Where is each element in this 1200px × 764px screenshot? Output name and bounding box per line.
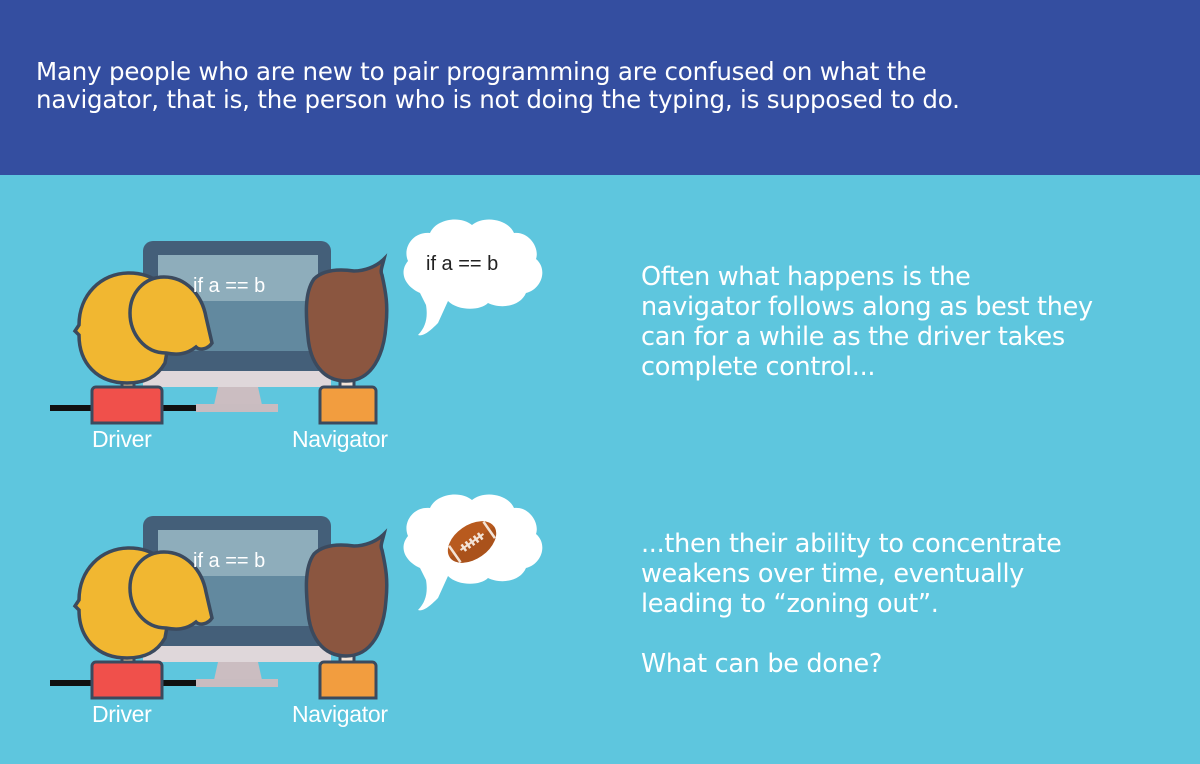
driver-figure-icon bbox=[72, 546, 214, 700]
driver-figure-icon bbox=[72, 271, 214, 425]
driver-label: Driver bbox=[92, 701, 152, 727]
header-text: Many people who are new to pair programm… bbox=[36, 57, 960, 114]
bubble-code-text: if a == b bbox=[426, 253, 499, 275]
caption-1: Often what happens is the navigator foll… bbox=[641, 262, 1093, 382]
navigator-figure-icon bbox=[304, 528, 389, 700]
header-banner: Many people who are new to pair programm… bbox=[0, 0, 1200, 175]
navigator-label: Navigator bbox=[292, 701, 388, 727]
caption-2: ...then their ability to concentrate wea… bbox=[641, 529, 1062, 679]
thought-bubble-icon bbox=[403, 219, 543, 336]
pair-programming-scene-1: if a == b if a == b Driver Navigator bbox=[0, 205, 600, 495]
football-icon bbox=[447, 521, 497, 563]
screen-code-text: if a == b bbox=[193, 275, 266, 297]
pair-programming-scene-2: if a == b Driver Navigator bbox=[0, 480, 600, 764]
navigator-figure-icon bbox=[304, 253, 389, 425]
navigator-label: Navigator bbox=[292, 426, 388, 452]
screen-code-text: if a == b bbox=[193, 550, 266, 572]
driver-label: Driver bbox=[92, 426, 152, 452]
